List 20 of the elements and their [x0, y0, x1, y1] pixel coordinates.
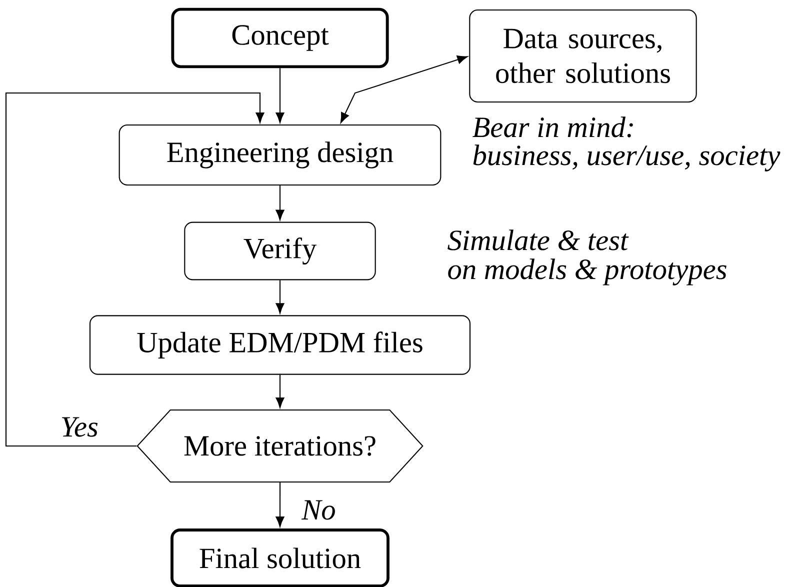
arrow: [276, 68, 284, 123]
process-box: Verify: [184, 222, 376, 280]
terminal-box: Concept: [171, 8, 389, 68]
note-text: Simulate & test: [448, 230, 629, 250]
edge-label: Yes: [59, 416, 100, 438]
note-text: Bear in mind:: [472, 116, 633, 138]
process-box: Engineering design: [118, 124, 442, 186]
terminal-box: Final solution: [170, 528, 390, 587]
edge-label: No: [300, 498, 338, 522]
process-box: Data sources, other solutions: [469, 9, 697, 103]
arrow: [340, 55, 468, 124]
note-text: business, user/use, society: [473, 144, 780, 172]
arrow: [5, 92, 264, 447]
note-text: on models & prototypes: [448, 258, 726, 286]
arrow: [276, 374, 284, 408]
arrow: [276, 280, 284, 314]
decision-hexagon: More iterations?: [136, 409, 424, 483]
arrow: [276, 482, 284, 527]
arrow: [276, 186, 284, 220]
process-box: Update EDM/PDM files: [89, 315, 471, 375]
